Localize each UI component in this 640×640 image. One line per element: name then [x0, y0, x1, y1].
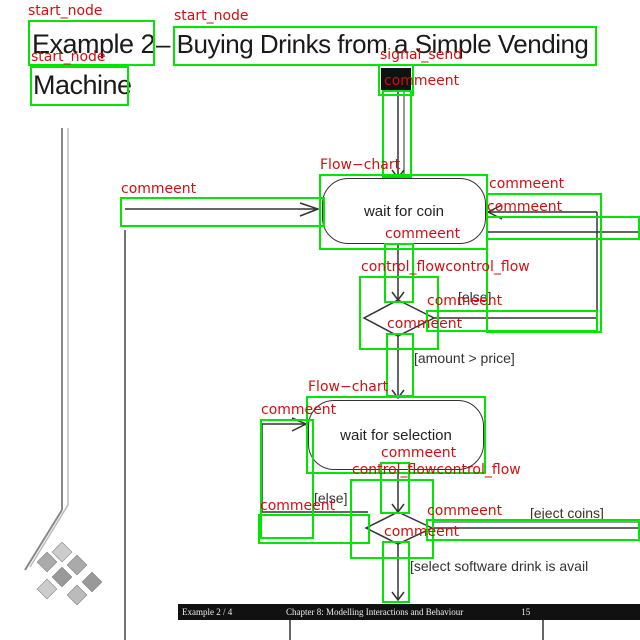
label-commeent-5: commeent: [385, 226, 461, 242]
guard-select-software: [select software drink is avail: [410, 558, 589, 574]
label-commeent-12: commeent: [384, 524, 460, 540]
state-wait-for-selection: wait for selection: [308, 400, 484, 470]
box-commeent-1: [382, 90, 412, 178]
box-commeent-2: [120, 197, 325, 227]
label-commeent-2: commeent: [121, 181, 197, 197]
label-start-node-1: start_node: [28, 3, 103, 19]
box-signal-send: [378, 64, 414, 96]
box-commeent-3: [486, 193, 602, 333]
label-signal-send: signal_send: [380, 47, 463, 63]
box-commeent-9: [380, 462, 410, 514]
label-commeent-6: commeent: [427, 293, 503, 309]
box-commeent-8: [260, 419, 314, 539]
guard-eject-coins: [eject coins]: [530, 505, 604, 521]
guard-else-bottom: [else]: [314, 490, 348, 506]
label-commeent-7: commeent: [387, 316, 463, 332]
label-commeent-10: commeent: [260, 498, 336, 514]
guard-amount-gt-price: [amount > price]: [414, 350, 515, 366]
box-control-flow-1: [359, 276, 439, 350]
box-commeent-11: [426, 519, 640, 541]
box-commeent-7: [386, 333, 414, 397]
label-commeent-11: commeent: [427, 503, 503, 519]
decorative-tiles: [36, 541, 103, 606]
box-commeent-12: [382, 541, 410, 603]
label-commeent-4: commeent: [487, 199, 563, 215]
box-start-node-3: [30, 66, 129, 106]
label-commeent-3: commeent: [489, 176, 565, 192]
box-flow-chart-2: [306, 396, 486, 474]
title-buying-drinks: – Buying Drinks from a Simple Vending: [156, 29, 589, 59]
box-commeent-6: [426, 310, 598, 332]
guard-else-top: [else]: [458, 289, 492, 305]
state-wait-for-coin: wait for coin: [322, 178, 486, 244]
box-commeent-5: [384, 243, 414, 303]
footer-center: Chapter 8: Modelling Interactions and Be…: [286, 607, 464, 617]
slide-footer: Example 2 / 4 Chapter 8: Modelling Inter…: [178, 604, 640, 620]
footer-page: 15: [521, 607, 531, 617]
title-machine: Machine: [33, 70, 132, 100]
label-control-flow-2: control_flowcontrol_flow: [352, 462, 521, 478]
label-control-flow-1: control_flowcontrol_flow: [361, 259, 530, 275]
title-example-2: Example 2: [32, 29, 156, 59]
box-commeent-10: [258, 514, 370, 544]
label-commeent-1: commeent: [384, 73, 460, 89]
box-commeent-4: [486, 216, 640, 240]
box-start-node-1: [28, 20, 155, 66]
label-flow-chart-2: Flow−chart: [308, 379, 389, 395]
label-commeent-9: commeent: [381, 445, 457, 461]
label-flow-chart-1: Flow−chart: [320, 157, 401, 173]
label-commeent-8: commeent: [261, 402, 337, 418]
label-start-node-3: start_node: [31, 49, 106, 65]
footer-left: Example 2 / 4: [182, 607, 233, 617]
label-start-node-2: start_node: [174, 8, 249, 24]
